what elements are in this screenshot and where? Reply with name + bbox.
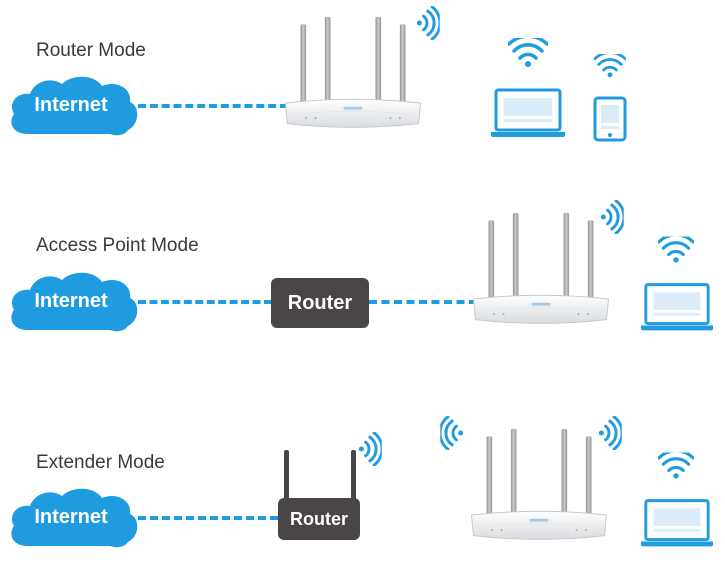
router-mode-label: Router Mode: [36, 40, 146, 61]
basic-router-antenna: [350, 450, 358, 502]
wifi-router-icon: [464, 426, 614, 544]
internet-cloud-label: Internet: [34, 290, 108, 312]
laptop-icon: [640, 498, 714, 548]
wifi-signal-icon: [414, 6, 440, 40]
wifi-signal-left-icon: [440, 416, 466, 450]
laptop-icon: [640, 282, 714, 332]
wifi-router-icon: [466, 210, 616, 328]
internet-cloud-icon: Internet: [6, 270, 142, 336]
tablet-icon: [593, 96, 627, 142]
wifi-router-icon: [278, 14, 428, 132]
connection-line: [138, 104, 288, 108]
access-point-mode-label: Access Point Mode: [36, 235, 199, 256]
wifi-signal-icon: [658, 452, 694, 480]
wifi-signal-icon: [596, 416, 622, 450]
router-box: Router: [271, 278, 369, 328]
laptop-icon: [490, 88, 566, 138]
wifi-signal-icon: [598, 200, 624, 234]
wifi-signal-icon: [658, 236, 694, 264]
connection-line: [138, 516, 278, 520]
internet-cloud-icon: Internet: [6, 74, 142, 140]
internet-cloud-label: Internet: [34, 506, 108, 528]
connection-line: [138, 300, 272, 304]
connection-line: [369, 300, 477, 304]
wifi-signal-icon: [356, 432, 382, 466]
wifi-signal-icon: [594, 54, 626, 78]
internet-cloud-label: Internet: [34, 94, 108, 116]
basic-router-antenna: [283, 450, 291, 502]
router-box: Router: [278, 498, 360, 540]
wifi-signal-icon: [508, 38, 548, 68]
internet-cloud-icon: Internet: [6, 486, 142, 552]
extender-mode-label: Extender Mode: [36, 452, 165, 473]
